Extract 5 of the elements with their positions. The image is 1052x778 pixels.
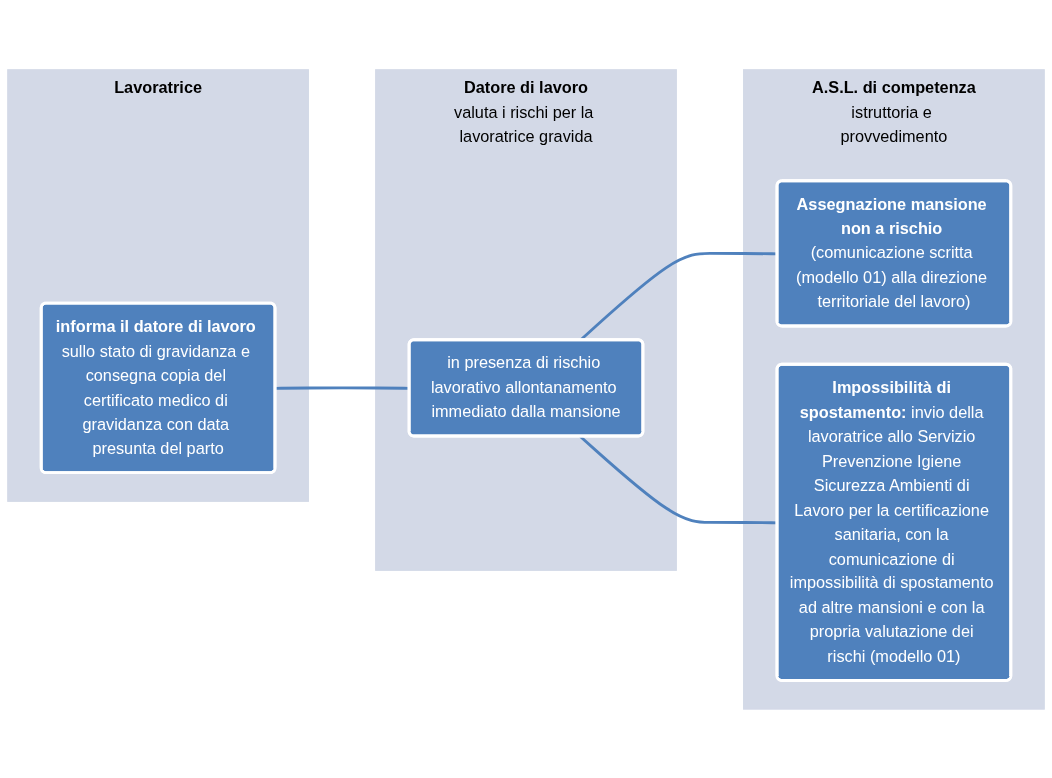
cluster [7,68,309,502]
cluster [743,68,1045,710]
connector [275,386,410,390]
connector [579,435,778,524]
cluster [375,68,677,571]
